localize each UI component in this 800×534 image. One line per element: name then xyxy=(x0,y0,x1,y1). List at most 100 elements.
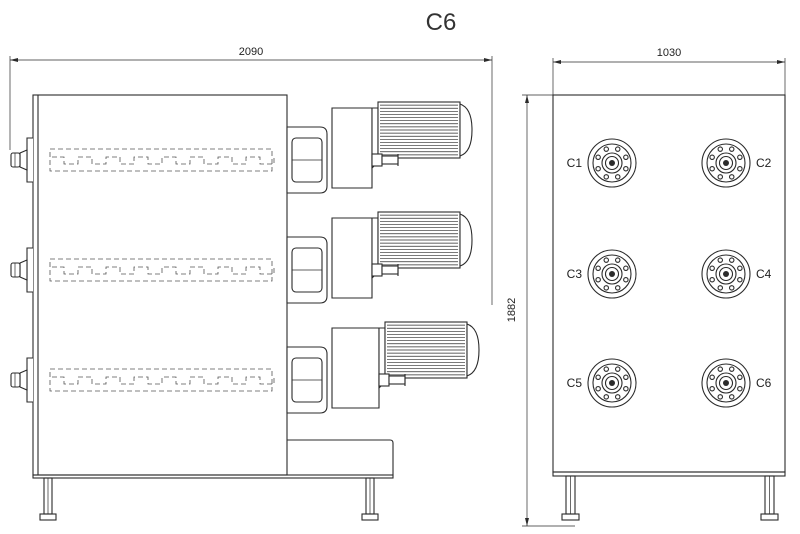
bolt-hole xyxy=(623,276,629,283)
bolt-hole xyxy=(603,257,610,263)
bolt-hole xyxy=(623,165,629,172)
screw-flight-hidden xyxy=(52,156,276,165)
bolt-hole xyxy=(717,174,724,180)
bolt-hole xyxy=(717,366,724,372)
bolt-hole xyxy=(737,374,743,381)
screw-flight-hidden xyxy=(52,266,276,275)
port-label: C3 xyxy=(567,267,583,281)
front-width-dimension: 1030 xyxy=(552,47,786,95)
front-cabinet xyxy=(552,94,786,473)
motor-end-cap xyxy=(459,213,473,267)
bolt-hole xyxy=(709,165,715,172)
port-flange-inner xyxy=(592,363,632,403)
port-label: C4 xyxy=(756,267,772,281)
bolt-hole xyxy=(737,165,743,172)
bolt-hole xyxy=(603,174,610,180)
bolt-hole xyxy=(737,154,743,161)
fitting-body xyxy=(381,155,399,165)
bolt-hole xyxy=(595,374,601,381)
bolt-hole xyxy=(717,285,724,291)
port-flange-inner xyxy=(706,363,746,403)
front-width-label: 1030 xyxy=(657,47,681,59)
port-ring xyxy=(601,152,623,174)
bolt-hole xyxy=(623,374,629,381)
port-label: C5 xyxy=(567,376,583,390)
nozzle-tip xyxy=(10,262,21,278)
bolt-hole xyxy=(623,385,629,392)
port-label: C2 xyxy=(756,156,772,170)
port-ring xyxy=(601,372,623,394)
bolt-hole xyxy=(737,276,743,283)
bolt-hole xyxy=(614,257,621,263)
bolt-hole xyxy=(709,276,715,283)
coupling-block xyxy=(331,327,380,409)
bolt-hole xyxy=(728,285,735,291)
port-1: C1 xyxy=(567,138,637,188)
front-height-label: 1882 xyxy=(506,298,518,322)
port-center xyxy=(609,271,615,277)
port-ring-inner xyxy=(718,155,734,171)
motor-end-cap xyxy=(459,103,473,157)
bolt-hole xyxy=(603,366,610,372)
bolt-hole xyxy=(717,257,724,263)
bolt-hole xyxy=(737,385,743,392)
front-height-dimension: 1882 xyxy=(506,94,575,527)
nozzle-tip xyxy=(10,152,21,168)
bolt-hole xyxy=(614,366,621,372)
bolt-hole xyxy=(595,165,601,172)
bolt-hole xyxy=(614,285,621,291)
port-ring-inner xyxy=(604,266,620,282)
coupling-block xyxy=(331,217,373,299)
bolt-hole xyxy=(603,285,610,291)
port-6: C6 xyxy=(701,358,772,408)
port-center xyxy=(723,271,729,277)
port-center xyxy=(609,380,615,386)
fitting-body xyxy=(381,265,399,275)
coupling-block xyxy=(331,107,373,189)
drawing-title: C6 xyxy=(426,9,457,36)
bolt-hole xyxy=(709,385,715,392)
end-cap xyxy=(26,357,33,403)
bolt-hole xyxy=(614,394,621,400)
end-cap xyxy=(26,247,33,293)
port-flange-inner xyxy=(592,143,632,183)
fitting-nut xyxy=(378,373,390,387)
port-label: C1 xyxy=(567,156,583,170)
bolt-hole xyxy=(728,174,735,180)
bolt-hole xyxy=(623,265,629,272)
side-cabinet xyxy=(32,94,288,476)
port-ring-inner xyxy=(718,375,734,391)
bolt-hole xyxy=(717,146,724,152)
barrel-outline-hidden xyxy=(49,368,273,392)
nozzle-tip xyxy=(10,372,21,388)
port-4: C4 xyxy=(701,249,772,299)
barrel-outline-hidden xyxy=(49,148,273,172)
side-modules xyxy=(10,101,480,414)
side-width-dimension: 2090 xyxy=(9,46,493,305)
bolt-hole xyxy=(595,276,601,283)
barrel-outline-hidden xyxy=(49,258,273,282)
port-ring xyxy=(715,263,737,285)
bolt-hole xyxy=(709,154,715,161)
bolt-hole xyxy=(623,154,629,161)
front-feet xyxy=(561,475,779,521)
port-ring-inner xyxy=(718,266,734,282)
port-ring xyxy=(715,372,737,394)
fitting-nut xyxy=(371,263,383,277)
port-flange-inner xyxy=(592,254,632,294)
port-ring xyxy=(715,152,737,174)
module-2 xyxy=(10,211,473,304)
bolt-hole xyxy=(737,265,743,272)
bolt-hole xyxy=(603,394,610,400)
bolt-hole xyxy=(595,385,601,392)
motor-end-cap xyxy=(466,323,480,377)
fitting-nut xyxy=(371,153,383,167)
bolt-hole xyxy=(717,394,724,400)
port-center xyxy=(609,160,615,166)
port-2: C2 xyxy=(701,138,772,188)
bolt-hole xyxy=(709,265,715,272)
bolt-hole xyxy=(728,394,735,400)
